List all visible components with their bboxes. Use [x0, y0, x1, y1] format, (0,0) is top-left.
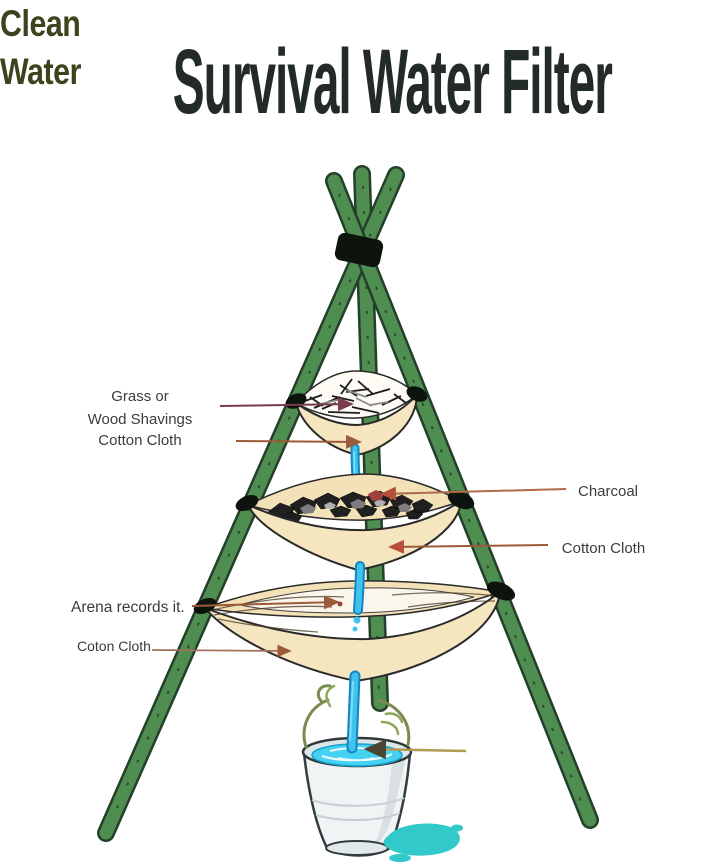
- drip-middle: [352, 561, 365, 632]
- drip-middle-water: [355, 563, 363, 613]
- pour-stream: [346, 670, 361, 754]
- puddle-drop-1: [389, 854, 411, 862]
- label-clean-water: Clean Water: [0, 2, 81, 92]
- pour-stream-water: [348, 672, 359, 752]
- label-sand: Arena records it.: [71, 599, 185, 616]
- puddle-drop-2: [451, 824, 463, 832]
- page-title: Survival Water Filter: [172, 31, 613, 133]
- splash-leaf-right: [380, 712, 404, 736]
- drip-droplet-1: [353, 616, 361, 624]
- arrow-charcoal: [380, 486, 567, 501]
- handle-left-curl: [316, 684, 332, 704]
- drip-droplet-2: [352, 626, 358, 632]
- basket-middle-left-tie: [235, 494, 259, 512]
- label-grass-wood-shavings: Grass or Wood Shavings: [87, 388, 193, 428]
- splash-leaf-left: [325, 684, 336, 708]
- arrow-cotton-top: [235, 434, 362, 449]
- arrow-sand: [191, 595, 340, 610]
- bucket: [301, 736, 413, 857]
- arrow-cotton-bottom: [151, 644, 292, 658]
- bucket-band-lines: [311, 797, 405, 821]
- puddle-main: [383, 823, 460, 856]
- pour-stream-highlight: [348, 680, 355, 742]
- bucket-base: [325, 840, 389, 856]
- water-puddle: [383, 823, 463, 862]
- label-cotton-cloth-middle: Cotton Cloth: [561, 540, 646, 557]
- arrow-grass: [219, 397, 354, 412]
- basket-bottom: [193, 580, 516, 683]
- bucket-handle: [302, 684, 411, 749]
- handle-right-arc: [376, 698, 411, 747]
- basket-bottom-right-tie: [486, 581, 516, 601]
- basket-top-right-tie: [406, 386, 428, 402]
- charcoal-contents: [267, 490, 434, 524]
- arrow-clean-water: [363, 739, 467, 760]
- label-cotton-cloth-bottom: Coton Cloth: [77, 638, 151, 654]
- basket-middle-right-tie: [447, 490, 475, 510]
- label-charcoal: Charcoal: [577, 483, 639, 500]
- cloth-fold-lines: [211, 592, 498, 633]
- annotation-arrows: [151, 397, 567, 760]
- lashing-band: [334, 232, 384, 268]
- arrow-cotton-mid: [388, 539, 549, 554]
- label-cotton-cloth-top: Cotton Cloth: [98, 432, 182, 449]
- charcoal-red-chunk: [368, 490, 384, 501]
- basket-middle: [235, 473, 475, 572]
- grass-shavings-highlights: [319, 389, 389, 407]
- basket-top: [285, 370, 428, 457]
- bucket-shading: [374, 756, 406, 846]
- charcoal-gray-chunks: [300, 499, 412, 514]
- sand-speck: [337, 601, 343, 607]
